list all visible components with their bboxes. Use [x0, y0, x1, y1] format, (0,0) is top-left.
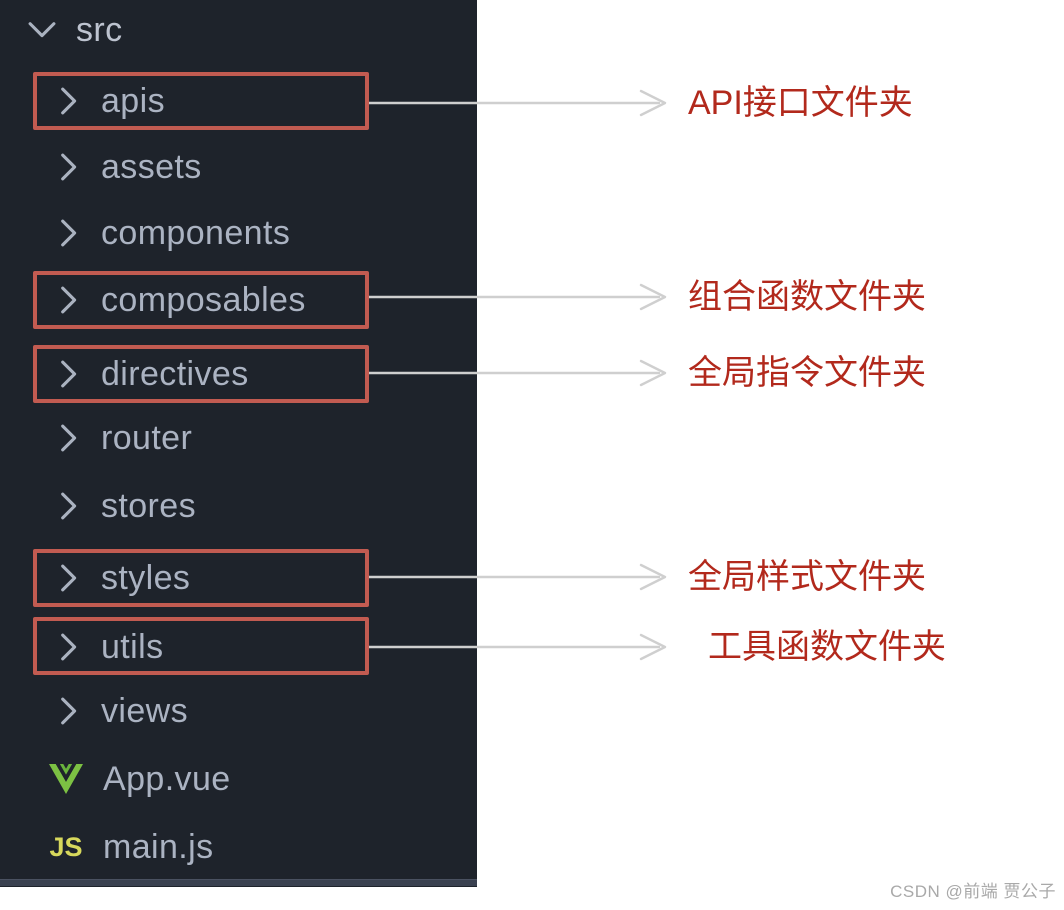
tree-item-label: stores [101, 486, 196, 525]
tree-item-label: main.js [103, 827, 214, 866]
js-file-icon: JS [49, 831, 83, 862]
tree-item-label: assets [101, 147, 202, 186]
file-explorer-sidebar: src apis assets components composables d… [0, 0, 477, 887]
chevron-right-icon[interactable] [60, 286, 78, 314]
tree-item-label: src [76, 10, 123, 49]
annotation-label-directives: 全局指令文件夹 [688, 354, 926, 392]
tree-item-app-vue[interactable]: App.vue [0, 746, 525, 812]
chevron-right-icon[interactable] [60, 564, 78, 592]
vue-logo-icon [48, 759, 84, 799]
annotation-label-styles: 全局样式文件夹 [688, 558, 926, 596]
tree-item-label: apis [101, 81, 165, 120]
tree-item-utils[interactable]: utils [0, 614, 537, 680]
chevron-right-icon[interactable] [60, 424, 78, 452]
tree-item-apis[interactable]: apis [0, 68, 537, 134]
chevron-right-icon[interactable] [60, 87, 78, 115]
annotation-label-composables: 组合函数文件夹 [688, 278, 926, 316]
tree-item-label: utils [101, 627, 164, 666]
annotation-label-utils: 工具函数文件夹 [708, 628, 946, 666]
tree-item-label: components [101, 213, 291, 252]
tree-item-label: App.vue [103, 759, 231, 798]
tree-item-composables[interactable]: composables [0, 267, 537, 333]
tree-item-router[interactable]: router [0, 405, 537, 471]
chevron-right-icon[interactable] [60, 153, 78, 181]
chevron-right-icon[interactable] [60, 633, 78, 661]
chevron-right-icon[interactable] [60, 219, 78, 247]
tree-item-assets[interactable]: assets [0, 134, 537, 200]
annotation-label-apis: API接口文件夹 [688, 84, 913, 122]
watermark: CSDN @前端 贾公子 [890, 882, 1056, 901]
chevron-down-icon[interactable] [28, 21, 56, 39]
tree-item-main-js[interactable]: JS main.js [0, 814, 525, 880]
sidebar-bottom-strip [0, 879, 477, 886]
tree-item-label: views [101, 691, 189, 730]
chevron-right-icon[interactable] [60, 360, 78, 388]
tree-item-label: styles [101, 558, 191, 597]
tree-item-label: directives [101, 354, 249, 393]
tree-item-directives[interactable]: directives [0, 341, 537, 407]
tree-item-views[interactable]: views [0, 678, 537, 744]
tree-item-label: router [101, 418, 193, 457]
tree-item-label: composables [101, 280, 306, 319]
tree-item-stores[interactable]: stores [0, 473, 537, 539]
tree-item-src[interactable]: src [0, 0, 505, 62]
tree-item-styles[interactable]: styles [0, 545, 537, 611]
chevron-right-icon[interactable] [60, 697, 78, 725]
tree-item-components[interactable]: components [0, 200, 537, 266]
chevron-right-icon[interactable] [60, 492, 78, 520]
